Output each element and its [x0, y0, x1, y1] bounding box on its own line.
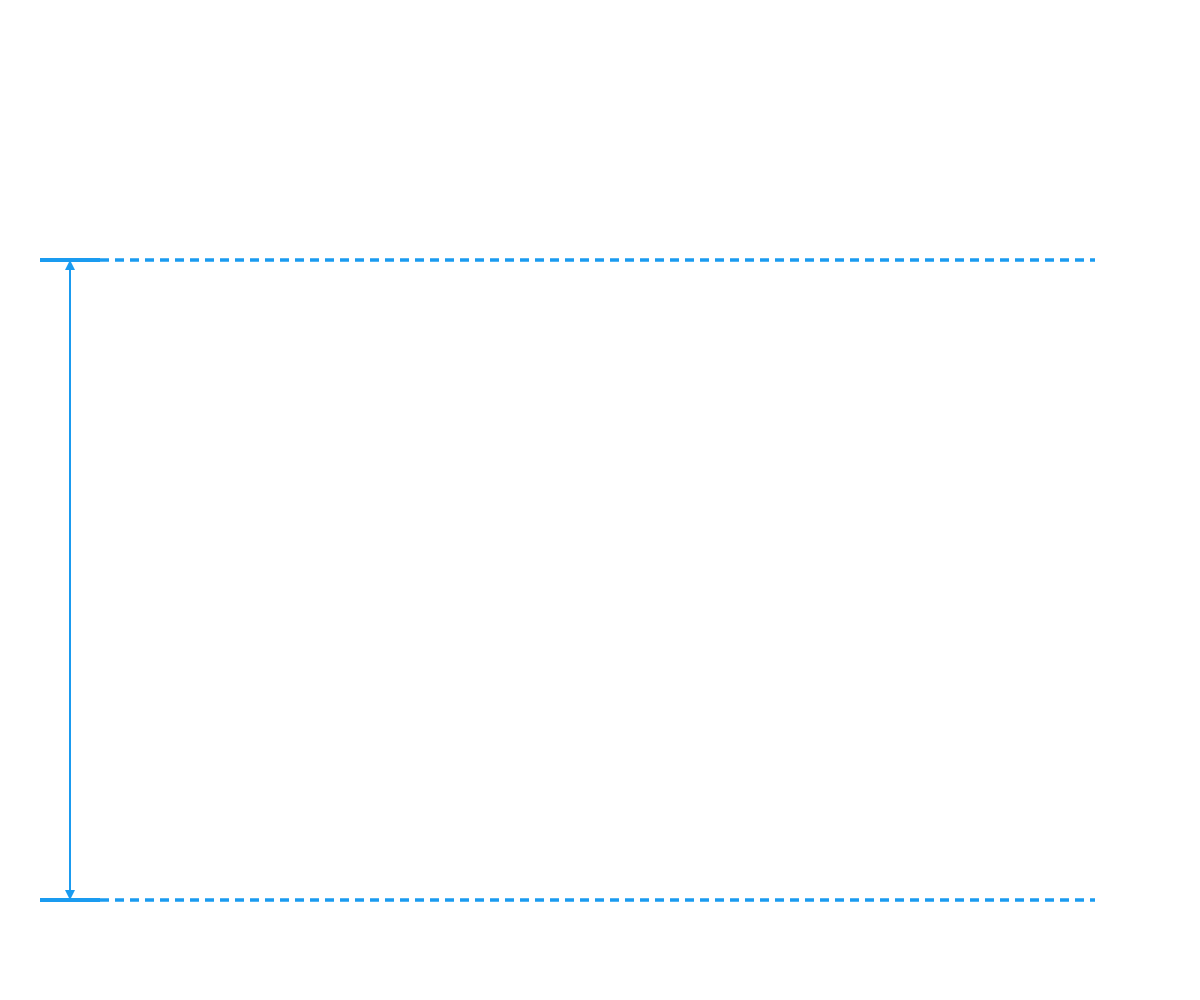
- dimension-arrow: [65, 260, 75, 900]
- arrow-head-up-icon: [65, 260, 75, 270]
- arrow-head-down-icon: [65, 890, 75, 900]
